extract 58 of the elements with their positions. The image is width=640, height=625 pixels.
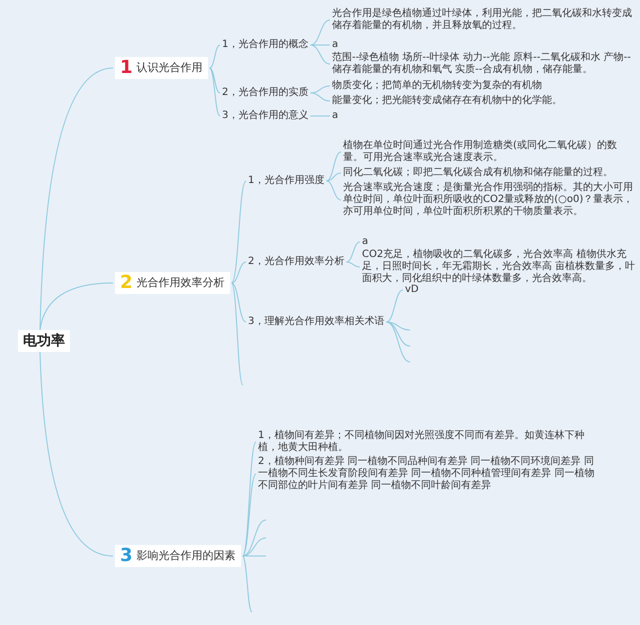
branch-label: 1，光合作用强度 — [248, 175, 324, 187]
branch-line — [242, 556, 252, 612]
topic-number: 1 — [120, 58, 133, 78]
branch-line — [346, 262, 360, 268]
leaf-text: a — [362, 236, 368, 248]
branch-label: 3，光合作用的意义 — [222, 110, 308, 122]
leaf-text: 2，植物种间有差异 同一植物不同品种间有差异 同一植物不同环境间差异 同一植物不同生长发育阶段间有差异 同一植物不同种植管理间有差异 同一植物不同部位的叶片间有差异 同一植物不同叶龄间有差异 — [258, 456, 598, 492]
branch-line — [386, 290, 404, 322]
branch-line — [326, 172, 342, 182]
leaf-text: 能量变化；把光能转变成储存在有机物中的化学能。 — [332, 95, 562, 107]
topic-box — [115, 272, 230, 294]
leaf-text: 光合速率或光合速度；是衡量光合作用强弱的指标。其的大小可用单位时间，单位叶面积所吸收的CO2量或释放的(○o0)？量表示，亦可用单位时间，单位叶面积所积累的干物质量表示。 — [343, 182, 635, 218]
branch-line — [386, 322, 410, 362]
leaf-text: 物质变化；把简单的无机物转变为复杂的有机物 — [332, 80, 542, 92]
leaf-text: 范围--绿色植物 场所--叶绿体 动力--光能 原料--二氧化碳和水 产物--储存着能量的有机物和氧气 实质--合成有机物，储存能量。 — [332, 52, 632, 76]
branch-label: 2，光合作用效率分析 — [248, 256, 344, 268]
topic-label: 影响光合作用的因素 — [136, 548, 236, 564]
branch-line — [231, 282, 246, 322]
leaf-text: 植物在单位时间通过光合作用制造糖类(或同化二氧化碳）的数量。可用光合速率或光合速度表示。 — [343, 140, 635, 164]
branch-line — [231, 282, 244, 386]
branch-line — [310, 20, 330, 46]
branch-line — [242, 538, 266, 556]
topic-box — [115, 545, 241, 567]
branch-label: 3，理解光合作用效率相关术语 — [248, 316, 384, 328]
topic-number: 2 — [120, 273, 133, 293]
central-topic: 电功率 — [18, 330, 70, 352]
branch-line — [242, 474, 256, 556]
branch-line — [310, 92, 330, 102]
branch-line — [326, 152, 342, 182]
branch-line — [40, 68, 114, 330]
leaf-text: 光合作用是绿色植物通过叶绿体，利用光能，把二氧化碳和水转变成储存着能量的有机物，并且释放氧的过程。 — [332, 8, 632, 32]
branch-label: 1，光合作用的概念 — [222, 39, 308, 51]
branch-line — [231, 180, 246, 284]
branch-line — [242, 442, 256, 556]
leaf-text: a — [332, 39, 338, 51]
leaf-text: CO2充足，植物吸收的二氧化碳多，光合效率高 植物供水充足，日照时间长，年无霜期长，光合效率高 亩植株数量多，叶面积大，同化组织中的叶绿体数量多，光合效率高。 — [362, 249, 637, 285]
leaf-text: a — [332, 110, 338, 122]
leaf-text: 同化二氧化碳；即把二氧化碳合成有机物和储存能量的过程。 — [343, 167, 613, 179]
branch-line — [242, 520, 266, 556]
branch-line — [209, 68, 220, 116]
branch-line — [209, 44, 220, 68]
topic-label: 光合作用效率分析 — [136, 275, 225, 291]
branch-line — [326, 180, 342, 200]
branch-line — [310, 44, 330, 46]
branch-line — [310, 44, 330, 64]
leaf-text: vD — [405, 284, 419, 296]
topic-number: 3 — [120, 546, 133, 566]
branch-line — [346, 242, 360, 262]
topic-label: 认识光合作用 — [136, 60, 203, 76]
topic-box — [115, 57, 208, 79]
branch-line — [231, 262, 246, 284]
branch-line — [209, 68, 220, 94]
branch-line — [386, 322, 410, 330]
branch-line — [40, 352, 114, 556]
leaf-text: 1，植物间有差异；不同植物间因对光照强度不同而有差异。如黄连林下种植，地黄大田种植。 — [258, 430, 598, 454]
branch-label: 2，光合作用的实质 — [222, 87, 308, 99]
branch-line — [386, 322, 410, 346]
branch-line — [40, 282, 114, 330]
